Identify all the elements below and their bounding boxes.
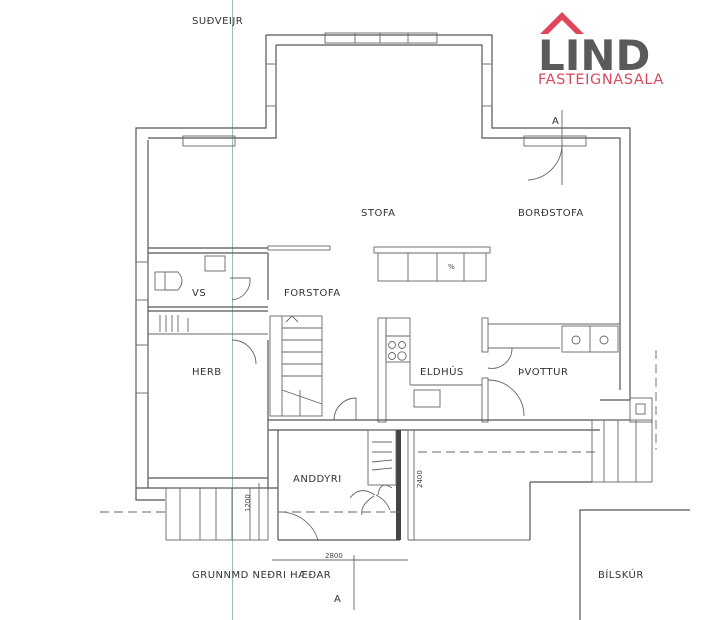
garage-label: BÍLSKÚR [598, 568, 644, 581]
washer [571, 335, 581, 345]
lind-logo: LIND [538, 12, 650, 80]
garage-wall [579, 509, 690, 620]
window-herb [135, 344, 149, 394]
window-stofa-left [182, 135, 236, 147]
window-vs [135, 261, 149, 301]
stove-burner [388, 352, 396, 360]
dryer [599, 335, 609, 345]
door-bordstofa [527, 145, 563, 181]
chimney [629, 397, 653, 423]
door-vs [230, 277, 251, 301]
door-stair [333, 397, 357, 421]
wardrobe [148, 315, 268, 335]
room-label-forstofa: FORSTOFA [284, 288, 341, 299]
dimension-entry-width: 2800 [325, 552, 343, 560]
window-top [324, 32, 438, 44]
window-bordstofa [523, 135, 587, 147]
plant-icon [349, 484, 393, 516]
window-left-upper [265, 63, 277, 107]
staircase [269, 315, 323, 417]
logo-subtitle: FASTEIGNASALA [538, 72, 664, 88]
front-steps [100, 487, 269, 541]
stove-burner [397, 351, 407, 361]
door-herb [231, 339, 257, 365]
entry [277, 429, 401, 541]
roof-icon [540, 12, 584, 34]
reference-line [232, 0, 233, 620]
room-label-thvottur: ÞVOTTUR [518, 367, 568, 378]
section-marker-bottom: A [334, 594, 341, 605]
window-right-upper [481, 63, 493, 107]
entry-stairs [367, 429, 397, 486]
dimension-entry-depth: 2400 [416, 470, 424, 488]
garage-connector [407, 350, 657, 541]
vs-sink [204, 255, 226, 272]
door-laundry [487, 347, 513, 369]
section-marker-top: A [552, 116, 559, 127]
door-laundry-ext [487, 379, 525, 417]
room-label-bordstofa: BORÐSTOFA [518, 208, 584, 219]
toilet-tank [154, 271, 166, 291]
stove-burner [398, 341, 406, 349]
room-label-eldhus: ELDHÚS [420, 365, 464, 378]
room-label-vs: VS [192, 288, 206, 299]
shelf [267, 245, 331, 251]
dimension-steps: 1200 [244, 494, 252, 512]
outer-wall [135, 34, 631, 501]
room-label-herb: HERB [192, 367, 222, 378]
kitchen-sink [413, 389, 441, 408]
room-label-anddyri: ANDDYRI [293, 474, 342, 485]
svg-text:%: % [448, 263, 455, 271]
logo-wordmark: LIND [538, 31, 650, 80]
kitchen [377, 317, 482, 423]
toilet-bowl [165, 271, 183, 291]
door-entry [277, 511, 319, 541]
street-label: SUÐVEIJR [192, 16, 243, 27]
room-label-stofa: STOFA [361, 208, 396, 219]
kitchen-island: % [373, 246, 491, 282]
stove-burner [388, 341, 396, 349]
laundry [481, 317, 620, 423]
plan-title: GRUNNMD NEÐRI HÆÐAR [192, 570, 331, 581]
